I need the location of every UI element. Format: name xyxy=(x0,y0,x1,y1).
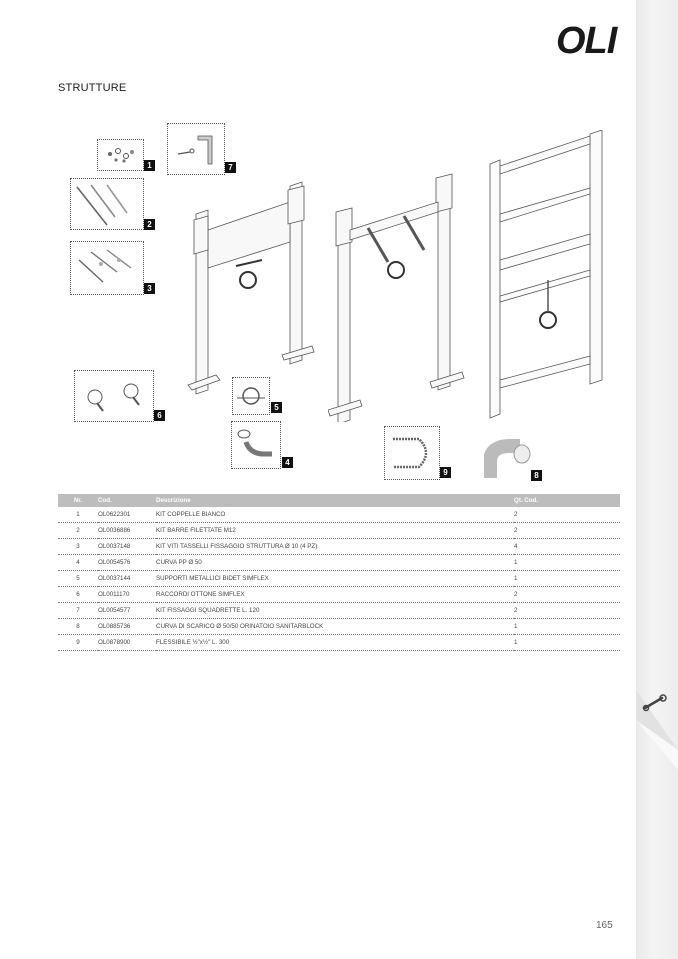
label-9: 9 xyxy=(440,467,451,478)
anchor-screws-illustration xyxy=(78,249,132,283)
item-7-thumbnail xyxy=(167,123,225,175)
cell-cod: OL0037144 xyxy=(98,570,156,587)
brand-logo: OLI xyxy=(556,20,617,62)
label-2: 2 xyxy=(144,219,155,230)
label-4: 4 xyxy=(282,457,293,468)
side-strip xyxy=(636,0,678,959)
page-number: 165 xyxy=(596,920,613,931)
header-nr: Nr. xyxy=(73,497,83,504)
cell-desc: CURVA DI SCARICO Ø 50/50 ORINATOIO SANIT… xyxy=(156,618,514,635)
table-header-row: Nr. Cod. Descrizione Qt. Cod. xyxy=(58,494,620,507)
cell-qty: 2 xyxy=(514,602,620,619)
brass-fittings-illustration xyxy=(87,383,140,412)
frame-wc-illustration xyxy=(328,173,465,422)
cell-cod: OL0011170 xyxy=(98,586,156,603)
item-6-thumbnail xyxy=(74,370,154,422)
cell-cod: OL0054577 xyxy=(98,602,156,619)
item-4-thumbnail xyxy=(231,421,281,469)
cell-desc: KIT VITI TASSELLI FISSAGGIO STRUTTURA Ø … xyxy=(156,538,514,555)
cell-nr: 4 xyxy=(58,554,98,571)
cell-cod: OL0036886 xyxy=(98,522,156,539)
label-6: 6 xyxy=(154,410,165,421)
cell-cod: OL0885736 xyxy=(98,618,156,635)
cell-cod: OL0878900 xyxy=(98,634,156,651)
pp-bend-illustration xyxy=(237,429,272,457)
cell-desc: FLESSIBILE ½"x½" L. 300 xyxy=(156,634,514,651)
label-3: 3 xyxy=(144,283,155,294)
bracket-illustration xyxy=(177,135,213,165)
threaded-rods-illustration xyxy=(76,184,128,226)
cell-qty: 2 xyxy=(514,522,620,539)
label-8: 8 xyxy=(531,470,542,481)
flexible-hose-illustration xyxy=(393,437,428,469)
cell-nr: 3 xyxy=(58,538,98,555)
wrench-icon xyxy=(642,694,667,712)
label-5: 5 xyxy=(271,402,282,413)
cell-qty: 1 xyxy=(514,618,620,635)
cell-desc: CURVA PP Ø 50 xyxy=(156,554,514,571)
cell-cod: OL0054576 xyxy=(98,554,156,571)
cell-desc: KIT COPPELLE BIANCO xyxy=(156,507,514,523)
cell-nr: 7 xyxy=(58,602,98,619)
cell-qty: 4 xyxy=(514,538,620,555)
section-title: STRUTTURE xyxy=(58,82,127,94)
label-7: 7 xyxy=(225,162,236,173)
cell-qty: 2 xyxy=(514,507,620,523)
cell-qty: 1 xyxy=(514,634,620,651)
screws-illustration xyxy=(108,148,134,163)
cell-nr: 6 xyxy=(58,586,98,603)
cell-qty: 1 xyxy=(514,554,620,571)
cell-nr: 2 xyxy=(58,522,98,539)
cell-nr: 1 xyxy=(58,507,98,523)
cell-desc: KIT BARRE FILETTATE M12 xyxy=(156,522,514,539)
frame-bidet-illustration xyxy=(187,181,315,395)
item-3-thumbnail xyxy=(70,241,144,295)
cell-nr: 8 xyxy=(58,618,98,635)
item-2-thumbnail xyxy=(70,178,144,230)
cell-desc: RACCORDI OTTONE SIMFLEX xyxy=(156,586,514,603)
item-1-thumbnail xyxy=(97,139,144,171)
discharge-bend-illustration xyxy=(484,439,531,478)
frame-urinal-illustration xyxy=(489,130,603,419)
item-9-thumbnail xyxy=(384,426,440,480)
cell-qty: 1 xyxy=(514,570,620,587)
cell-nr: 5 xyxy=(58,570,98,587)
cell-nr: 9 xyxy=(58,634,98,651)
header-cod: Cod. xyxy=(98,497,112,504)
item-5-thumbnail xyxy=(232,377,270,415)
header-qty: Qt. Cod. xyxy=(514,497,539,504)
metal-supports-illustration xyxy=(237,387,265,405)
label-1: 1 xyxy=(144,160,155,171)
cell-cod: OL0037148 xyxy=(98,538,156,555)
cell-cod: OL0622301 xyxy=(98,507,156,523)
cell-desc: KIT FISSAGGI SQUADRETTE L. 120 xyxy=(156,602,514,619)
header-descrizione: Descrizione xyxy=(156,497,191,504)
cell-qty: 2 xyxy=(514,586,620,603)
cell-desc: SUPPORTI METALLICI BIDET SIMFLEX xyxy=(156,570,514,587)
